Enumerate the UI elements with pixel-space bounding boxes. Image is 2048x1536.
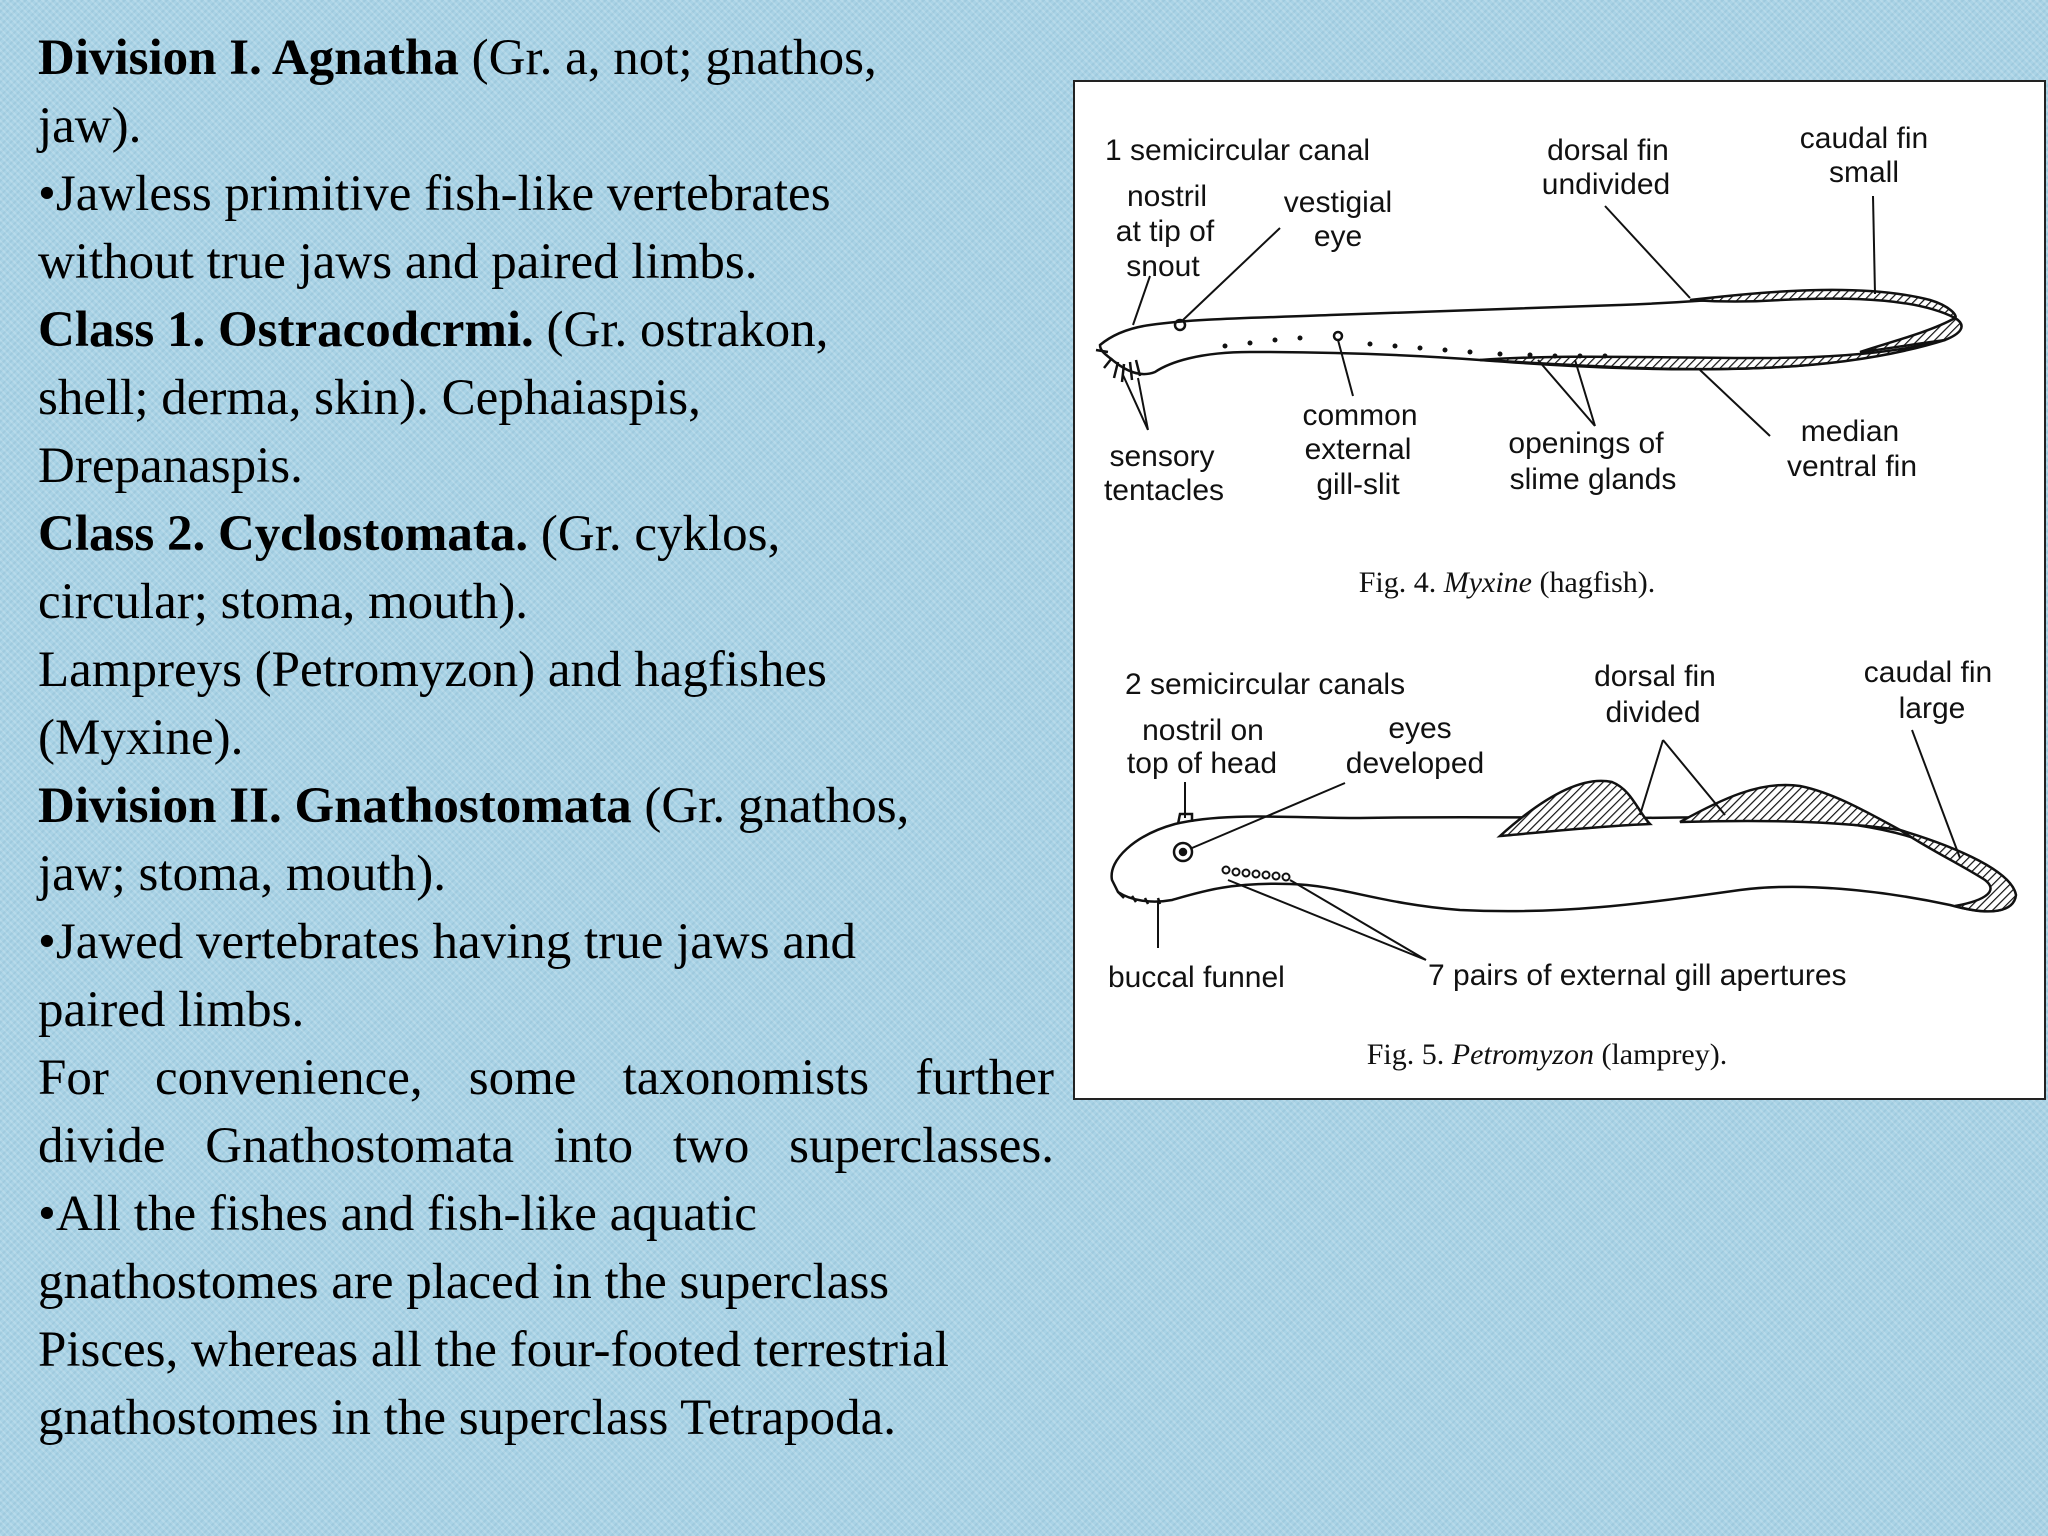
petromyzon-labels: 2 semicircular canals nostril on top of … bbox=[1108, 656, 1992, 1071]
division-1-title: Division I. Agnatha bbox=[38, 30, 459, 86]
myxine-slime-gland-dots bbox=[1222, 335, 1608, 359]
petromyzon-gill-label: 7 pairs of external gill apertures bbox=[1428, 959, 1847, 992]
myxine-drawing bbox=[1095, 288, 1963, 383]
myxine-vestigial-label-2: eye bbox=[1314, 220, 1362, 253]
fish-diagrams: 1 semicircular canal nostril at tip of s… bbox=[1095, 122, 2018, 1071]
division-2-paragraph: Division II. Gnathostomata (Gr. gnathos,… bbox=[38, 778, 910, 902]
petromyzon-leader-lines bbox=[1157, 729, 1961, 961]
myxine-gill-slit bbox=[1332, 330, 1344, 342]
myxine-median-label-2: ventral fin bbox=[1787, 450, 1917, 483]
myxine-tentacles bbox=[1095, 348, 1142, 383]
petromyzon-nostril-label-2: top of head bbox=[1127, 747, 1277, 780]
myxine-median-label-1: median bbox=[1801, 415, 1899, 448]
myxine-gill-label-1: common bbox=[1302, 399, 1417, 432]
petromyzon-drawing bbox=[1110, 779, 2018, 913]
class-2-paragraph: Class 2. Cyclostomata. (Gr. cyklos,circu… bbox=[38, 506, 781, 630]
division-1-paragraph: Division I. Agnatha (Gr. a, not; gnathos… bbox=[38, 30, 877, 154]
lampreys-paragraph: Lampreys (Petromyzon) and hagfishes(Myxi… bbox=[38, 642, 827, 766]
myxine-vestigial-label-1: vestigial bbox=[1284, 186, 1392, 219]
myxine-gill-label-3: gill-slit bbox=[1316, 468, 1400, 501]
class-1-paragraph: Class 1. Ostracodcrmi. (Gr. ostrakon,she… bbox=[38, 302, 829, 494]
myxine-dorsal-fin bbox=[1689, 288, 1957, 320]
petromyzon-caudal-fin bbox=[1899, 828, 2018, 913]
division-2-title: Division II. Gnathostomata bbox=[38, 778, 632, 834]
myxine-slime-label-2: slime glands bbox=[1510, 463, 1677, 496]
myxine-caption: Fig. 4. Myxine (hagfish). bbox=[1359, 566, 1656, 599]
myxine-nostril-label-3: snout bbox=[1126, 250, 1200, 283]
petromyzon-dorsal-fin-2 bbox=[1679, 783, 1901, 832]
class-1-title: Class 1. Ostracodcrmi. bbox=[38, 302, 534, 358]
myxine-leader-lines bbox=[1122, 195, 1876, 437]
myxine-gill-label-2: external bbox=[1305, 433, 1412, 466]
myxine-slime-label-1: openings of bbox=[1508, 427, 1664, 460]
jawless-bullet: •Jawless primitive fish-like vertebrates… bbox=[38, 166, 831, 290]
petromyzon-gill-apertures bbox=[1221, 865, 1291, 882]
petromyzon-buccal-label: buccal funnel bbox=[1108, 961, 1285, 994]
petromyzon-eye bbox=[1172, 841, 1194, 863]
petromyzon-eye-pupil bbox=[1178, 847, 1188, 857]
myxine-caudal-label-1: caudal fin bbox=[1800, 122, 1928, 155]
petromyzon-caudal-label-2: large bbox=[1899, 692, 1966, 725]
petromyzon-eyes-label-2: developed bbox=[1346, 747, 1484, 780]
myxine-nostril-label-1: nostril bbox=[1127, 180, 1207, 213]
petromyzon-dorsal-label-2: divided bbox=[1605, 696, 1700, 729]
myxine-sensory-label-1: sensory bbox=[1109, 440, 1214, 473]
myxine-eye bbox=[1173, 318, 1187, 332]
petromyzon-caudal-label-1: caudal fin bbox=[1864, 656, 1992, 689]
myxine-dorsal-label-1: dorsal fin bbox=[1547, 134, 1669, 167]
convenience-paragraph: For convenience, some taxonomists furthe… bbox=[38, 1050, 1054, 1174]
myxine-labels: 1 semicircular canal nostril at tip of s… bbox=[1104, 122, 1928, 599]
petromyzon-buccal-funnel bbox=[1117, 891, 1162, 905]
figure-panel: 1 semicircular canal nostril at tip of s… bbox=[1073, 80, 2046, 1100]
myxine-semicircular-label: 1 semicircular canal bbox=[1105, 134, 1370, 167]
petromyzon-semicircular-label: 2 semicircular canals bbox=[1125, 668, 1405, 701]
petromyzon-eyes-label-1: eyes bbox=[1388, 712, 1451, 745]
myxine-caudal-label-2: small bbox=[1829, 156, 1899, 189]
myxine-ventral-fin bbox=[1479, 338, 1946, 371]
petromyzon-dorsal-fin-1 bbox=[1496, 779, 1653, 838]
petromyzon-caption: Fig. 5. Petromyzon (lamprey). bbox=[1367, 1038, 1728, 1071]
myxine-caudal-fin bbox=[1859, 316, 1963, 354]
petromyzon-dorsal-label-1: dorsal fin bbox=[1594, 660, 1716, 693]
petromyzon-nostril-label-1: nostril on bbox=[1142, 714, 1264, 747]
slide-text-column: Division I. Agnatha (Gr. a, not; gnathos… bbox=[38, 24, 1054, 1452]
class-2-title: Class 2. Cyclostomata. bbox=[38, 506, 529, 562]
myxine-nostril-label-2: at tip of bbox=[1116, 215, 1215, 248]
myxine-sensory-label-2: tentacles bbox=[1104, 474, 1224, 507]
myxine-dorsal-label-2: undivided bbox=[1542, 168, 1670, 201]
